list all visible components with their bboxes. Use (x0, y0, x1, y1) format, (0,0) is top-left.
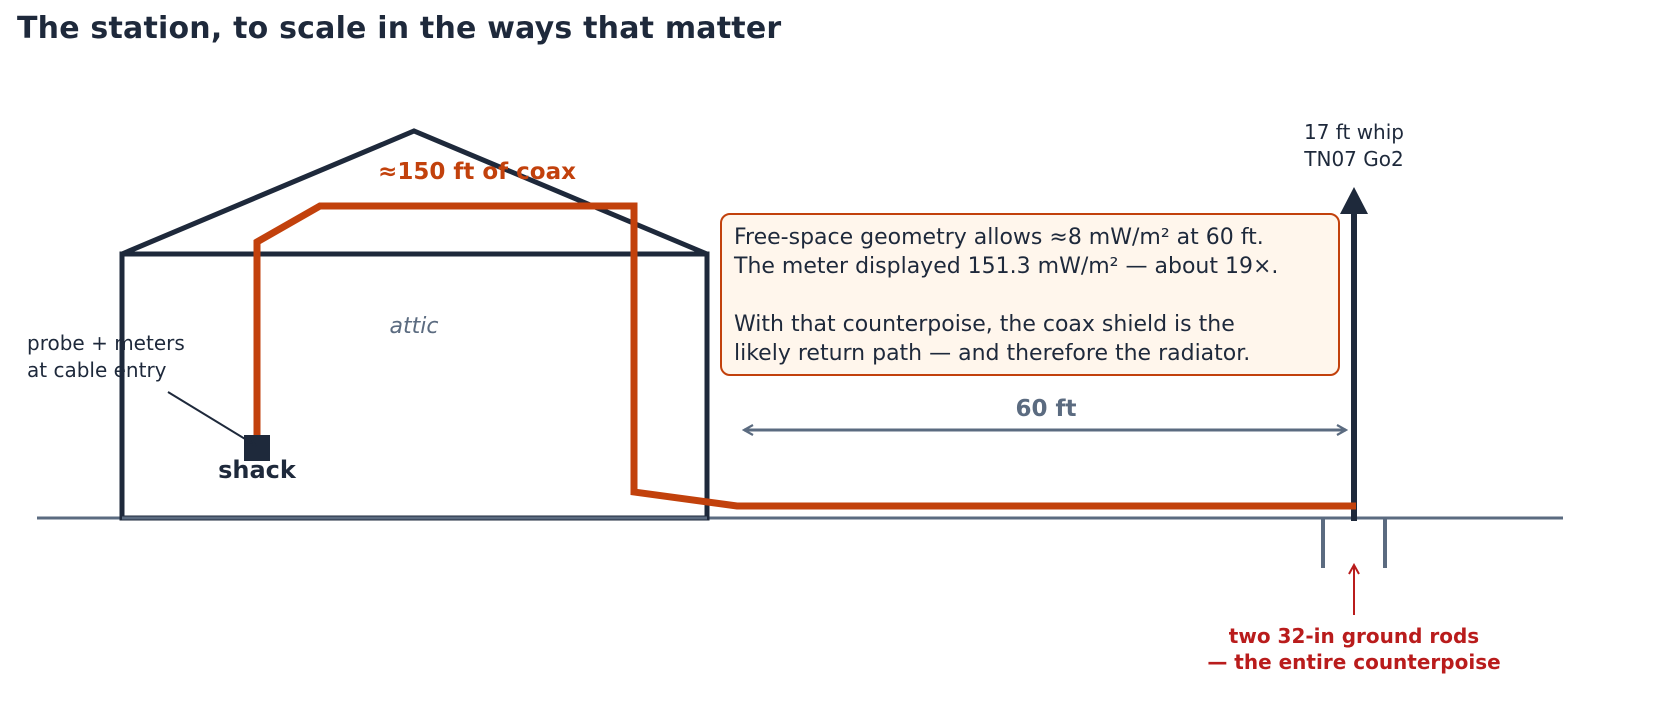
probe-label-line2: at cable entry (27, 358, 167, 382)
coax-run (253, 202, 1356, 510)
callout-line-2: The meter displayed 151.3 mW/m² — about … (734, 254, 1279, 279)
ground-rods-label-line2: — the entire counterpoise (1207, 650, 1500, 674)
shack-label: shack (218, 456, 297, 484)
coax-length-label: ≈150 ft of coax (378, 159, 576, 185)
house-roof (121, 128, 708, 257)
house-walls (119, 251, 710, 521)
antenna-tip (1340, 187, 1368, 214)
whip-label-line2: TN07 Go2 (1303, 147, 1403, 171)
callout-line-4: likely return path — and therefore the r… (734, 341, 1251, 366)
callout-line-1: Free-space geometry allows ≈8 mW/m² at 6… (734, 225, 1264, 250)
probe-arrow (167, 391, 255, 445)
field-strength-callout: Free-space geometry allows ≈8 mW/m² at 6… (720, 213, 1340, 376)
callout-line-3: With that counterpoise, the coax shield … (734, 312, 1235, 337)
attic-label: attic (390, 314, 439, 339)
callout-spacer (734, 281, 1326, 310)
distance-label: 60 ft (1015, 396, 1076, 422)
diagram-title: The station, to scale in the ways that m… (17, 11, 782, 46)
ground-rods-label-line1: two 32-in ground rods (1229, 624, 1479, 648)
probe-label-line1: probe + meters (27, 331, 185, 355)
whip-label-line1: 17 ft whip (1304, 120, 1404, 144)
